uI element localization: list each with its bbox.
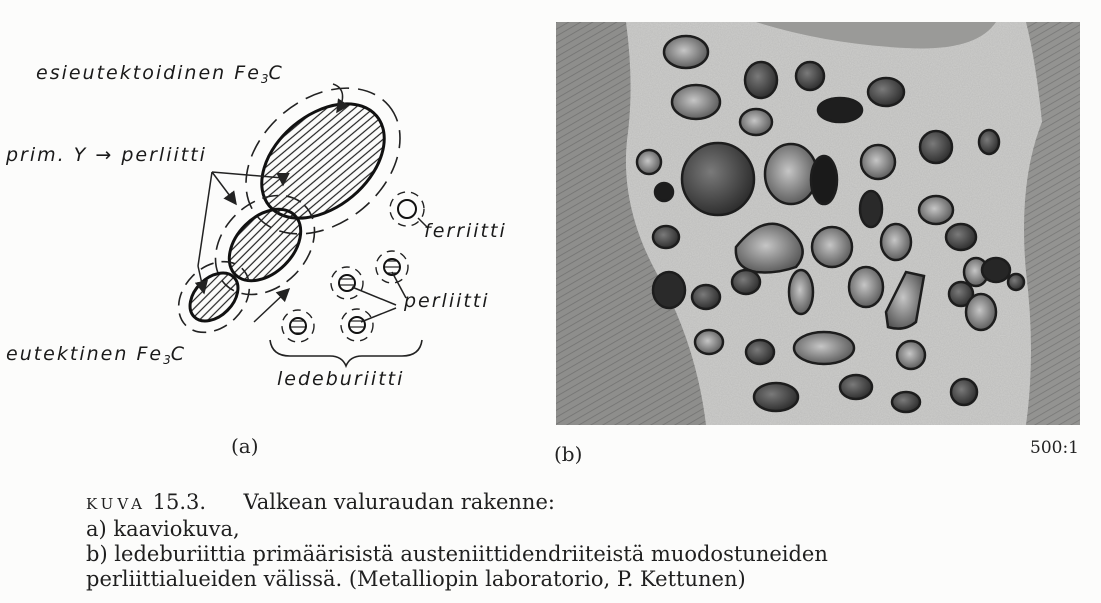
figure-number: 15.3. (152, 490, 207, 514)
panel-label-b: (b) (554, 442, 583, 466)
figure-caption: KUVA 15.3. Valkean valuraudan rakenne: a… (86, 490, 1086, 592)
caption-title: Valkean valuraudan rakenne: (243, 490, 555, 514)
label-eutectic-cementite: eutektinen Fe3C (6, 343, 186, 367)
label-proeutectoid-cementite: esieutektoidinen Fe3C (36, 62, 284, 86)
ferrite-particle (389, 191, 425, 227)
caption-title-line: KUVA 15.3. Valkean valuraudan rakenne: (86, 490, 1086, 517)
pearlite-particles (281, 250, 409, 343)
label-ledeburite: ledeburiitti (277, 368, 405, 390)
middle-primary-grain (214, 194, 316, 296)
caption-line-b2: perliittialueiden välissä. (Metalliopin … (86, 567, 746, 591)
caption-line-b1: b) ledeburiittia primäärisistä austeniit… (86, 542, 828, 566)
panel-label-a: (a) (231, 434, 259, 458)
ledeburite-brace (269, 339, 423, 369)
label-ferrite: ferriitti (424, 220, 507, 242)
label-primary-austenite: prim. Y → perliitti (6, 144, 207, 166)
magnification-label: 500:1 (1030, 438, 1079, 458)
leader-lines (194, 83, 429, 323)
figure-word: KUVA (86, 495, 146, 513)
caption-line-a: a) kaaviokuva, (86, 517, 240, 541)
schematic-diagram (177, 83, 429, 369)
label-pearlite: perliitti (404, 290, 490, 312)
micrograph-photo (556, 22, 1080, 425)
